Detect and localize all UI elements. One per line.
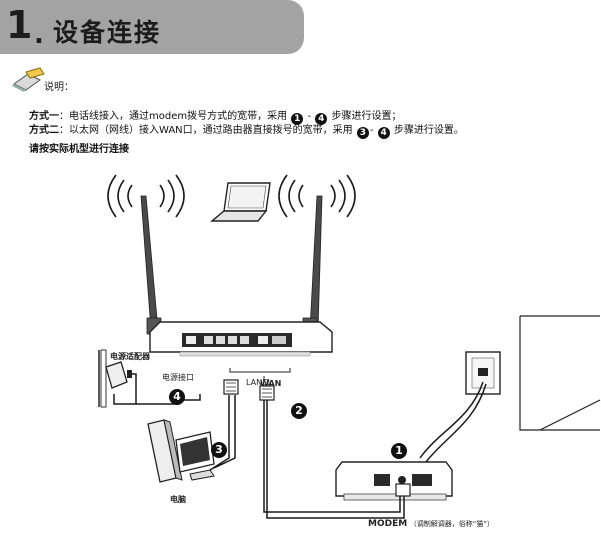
note-pencil-icon <box>12 67 45 92</box>
modem-icon <box>335 461 453 501</box>
rj45-plug-lan <box>223 379 239 395</box>
rj45-plug-wan <box>259 385 275 401</box>
section-number: 1 <box>6 3 33 47</box>
step-badge: 3 <box>356 127 369 139</box>
floor-edge <box>539 399 601 431</box>
method-two: 方式二：以太网（网线）接入WAN口，通过路由器直接拨号的宽带，采用 3- 4 步… <box>29 121 464 139</box>
method-one: 方式一：电话线接入，通过modem拨号方式的宽带，采用 1 - 4 步骤进行设置… <box>29 107 401 125</box>
modem-caption: MODEM （调制解调器，俗称“猫”） <box>368 519 494 529</box>
wifi-waves-left <box>107 174 185 218</box>
step-badge: 1 <box>291 113 304 125</box>
step-badge-4: 4 <box>169 389 185 405</box>
step-badge-1: 1 <box>391 443 407 459</box>
wan-label: WAN <box>260 379 282 388</box>
antenna-right <box>302 195 323 335</box>
step-badge: 4 <box>315 113 328 125</box>
antenna-left <box>140 195 162 335</box>
method-text: ：以太网（网线）接入WAN口，通过路由器直接拨号的宽带，采用 <box>59 125 353 136</box>
method-text: 步骤进行设置； <box>331 111 402 122</box>
power-adapter-label: 电源适配器 <box>110 352 150 361</box>
section-number-dot: . <box>34 20 44 50</box>
method-title: 方式一 <box>29 111 59 122</box>
cables <box>113 373 487 519</box>
step-dash: - <box>369 125 374 136</box>
step-badge-3: 3 <box>211 442 227 458</box>
router-icon <box>149 321 333 357</box>
step-badge: 4 <box>377 127 390 139</box>
power-port-label: 电源接口 <box>162 373 194 382</box>
wifi-waves-right <box>278 174 356 218</box>
method-text: ：电话线接入，通过modem拨号方式的宽带，采用 <box>59 111 288 122</box>
method-title: 方式二 <box>29 125 59 136</box>
wall-jack-icon <box>465 351 501 395</box>
modem-label: MODEM <box>368 519 408 529</box>
lan-port-label: LAN口 <box>246 378 271 387</box>
rj45-plug-modem <box>395 483 411 497</box>
wall-edge <box>519 316 600 431</box>
instruction-text: 请按实际机型进行连接 <box>29 144 129 155</box>
step-badge-2: 2 <box>291 403 307 419</box>
computer-icon <box>147 419 215 483</box>
note-label: 说明： <box>44 82 74 93</box>
computer-label: 电脑 <box>170 495 186 504</box>
laptop-icon <box>210 182 271 222</box>
wall-outlet <box>98 349 132 408</box>
step-dash: - <box>307 111 312 122</box>
method-text: 步骤进行设置。 <box>393 125 464 136</box>
port-brackets <box>229 368 291 380</box>
section-header <box>0 0 304 54</box>
section-title: 设备连接 <box>53 18 162 47</box>
modem-note: （调制解调器，俗称“猫”） <box>409 520 494 528</box>
